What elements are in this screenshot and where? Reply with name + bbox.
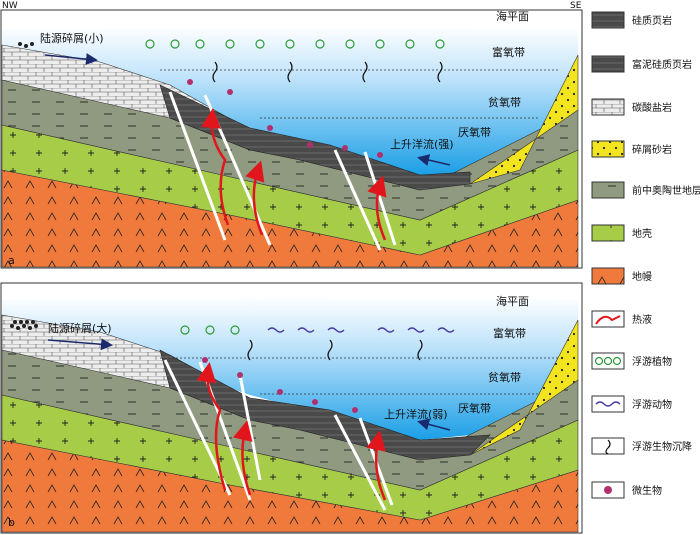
- panel-a-upwelling-label: 上升洋流(强): [390, 137, 454, 151]
- detritus-arrow: [47, 338, 113, 351]
- legend-label-pre-middle-ordovician: 前中奥陶世地层: [632, 184, 700, 197]
- planktonic-plants-row: [145, 39, 445, 49]
- panel-b-upwelling-label: 上升洋流(弱): [384, 407, 448, 421]
- legend-label-muddy-siliceous-shale: 富泥硅质页岩: [632, 58, 692, 71]
- panel-b-sandstone: [469, 319, 579, 456]
- legend-swatch-clastic-sandstone: [591, 140, 625, 158]
- nw-label: NW: [2, 1, 18, 11]
- panel-b-label: b: [8, 516, 15, 529]
- planktonic-settling-marks: [212, 61, 443, 83]
- hydrothermal-fluid: [232, 420, 253, 496]
- fault: [333, 149, 382, 251]
- hydrothermal-fluid: [201, 108, 230, 226]
- planktonic-settling-icon: [605, 439, 611, 455]
- planktonic-animals-icon: [595, 401, 621, 407]
- panel-b-dysoxic-label: 贫氧带: [488, 370, 521, 384]
- panel-b-oxic-label: 富氧带: [493, 326, 526, 340]
- panel-a-sandstone: [469, 54, 579, 185]
- legend-swatch-carbonate: [591, 98, 625, 116]
- legend-label-mantle: 地幔: [632, 270, 652, 283]
- legend-label-planktonic-settling: 浮游生物沉降: [632, 440, 692, 453]
- hydrothermal-fluid: [367, 175, 387, 241]
- se-label: SE: [570, 1, 582, 11]
- fault: [363, 151, 397, 246]
- panel-a-sea: [2, 26, 578, 175]
- hydrothermal-icon: [595, 315, 621, 325]
- upwelling-arrow: [417, 418, 451, 431]
- legend-swatch-pre-middle-ordovician: [591, 181, 625, 199]
- microorganisms: [187, 79, 383, 158]
- legend-label-planktonic-animals: 浮游动物: [632, 398, 672, 411]
- fault: [333, 414, 387, 511]
- panel-b: 海平面 陆源碎屑(大) 富氧带 贫氧带 厌氧带 上升洋流(弱) b: [1, 294, 579, 533]
- legend-swatch-siliceous-shale: [591, 11, 625, 29]
- legend-label-planktonic-plants: 浮游植物: [632, 355, 672, 368]
- panel-a-dysoxic-label: 贫氧带: [488, 95, 521, 109]
- legend-swatch-hydrothermal: [591, 310, 625, 328]
- planktonic-plants-icon: [594, 356, 622, 366]
- legend-label-microorganisms: 微生物: [632, 484, 662, 497]
- terrigenous-detritus: [18, 42, 34, 48]
- panel-a-anoxic-label: 厌氧带: [458, 125, 491, 139]
- detritus-arrow: [44, 53, 98, 66]
- planktonic-plants-row: [180, 325, 240, 335]
- legend-label-carbonate: 碳酸盐岩: [632, 101, 672, 114]
- panel-b-detritus-label: 陆源碎屑(大): [48, 321, 112, 335]
- panel-b-sea: [2, 296, 578, 440]
- legend-label-hydrothermal: 热液: [632, 313, 652, 326]
- terrigenous-detritus: [10, 320, 38, 330]
- panel-a: 海平面 陆源碎屑(小) 富氧带 贫氧带 厌氧带 上升洋流(强) a: [1, 9, 579, 268]
- legend-swatch-planktonic-animals: [591, 395, 625, 413]
- panel-b-anoxic-label: 厌氧带: [458, 401, 491, 415]
- legend-label-clastic-sandstone: 碎屑砂岩: [632, 143, 672, 156]
- fault: [168, 91, 227, 241]
- hydrothermal-fluid: [196, 362, 227, 491]
- legend-swatch-crust: [591, 224, 625, 242]
- legend: 硅质页岩 富泥硅质页岩 碳酸盐岩 碎屑砂岩 前中奥陶世地层 地壳 地幔 热液 浮…: [591, 11, 700, 499]
- upwelling-arrow: [417, 154, 451, 166]
- legend-swatch-planktonic-plants: [591, 352, 625, 370]
- legend-label-siliceous-shale: 硅质页岩: [632, 14, 672, 27]
- microorganism-icon: [604, 486, 612, 494]
- panel-b-sea-level: 海平面: [496, 294, 529, 308]
- hydrothermal-fluid: [245, 160, 265, 236]
- legend-swatch-muddy-siliceous-shale: [591, 55, 625, 73]
- panel-a-detritus-label: 陆源碎屑(小): [40, 31, 104, 45]
- planktonic-settling-marks: [247, 339, 423, 361]
- microorganisms: [202, 357, 358, 413]
- legend-swatch-mantle: [591, 267, 625, 285]
- panel-a-oxic-label: 富氧带: [492, 45, 525, 59]
- panel-a-label: a: [8, 254, 15, 267]
- legend-label-crust: 地壳: [632, 227, 652, 240]
- planktonic-animals-row: [267, 327, 455, 333]
- panel-a-sea-level: 海平面: [496, 9, 529, 23]
- hydrothermal-fluid: [366, 430, 387, 501]
